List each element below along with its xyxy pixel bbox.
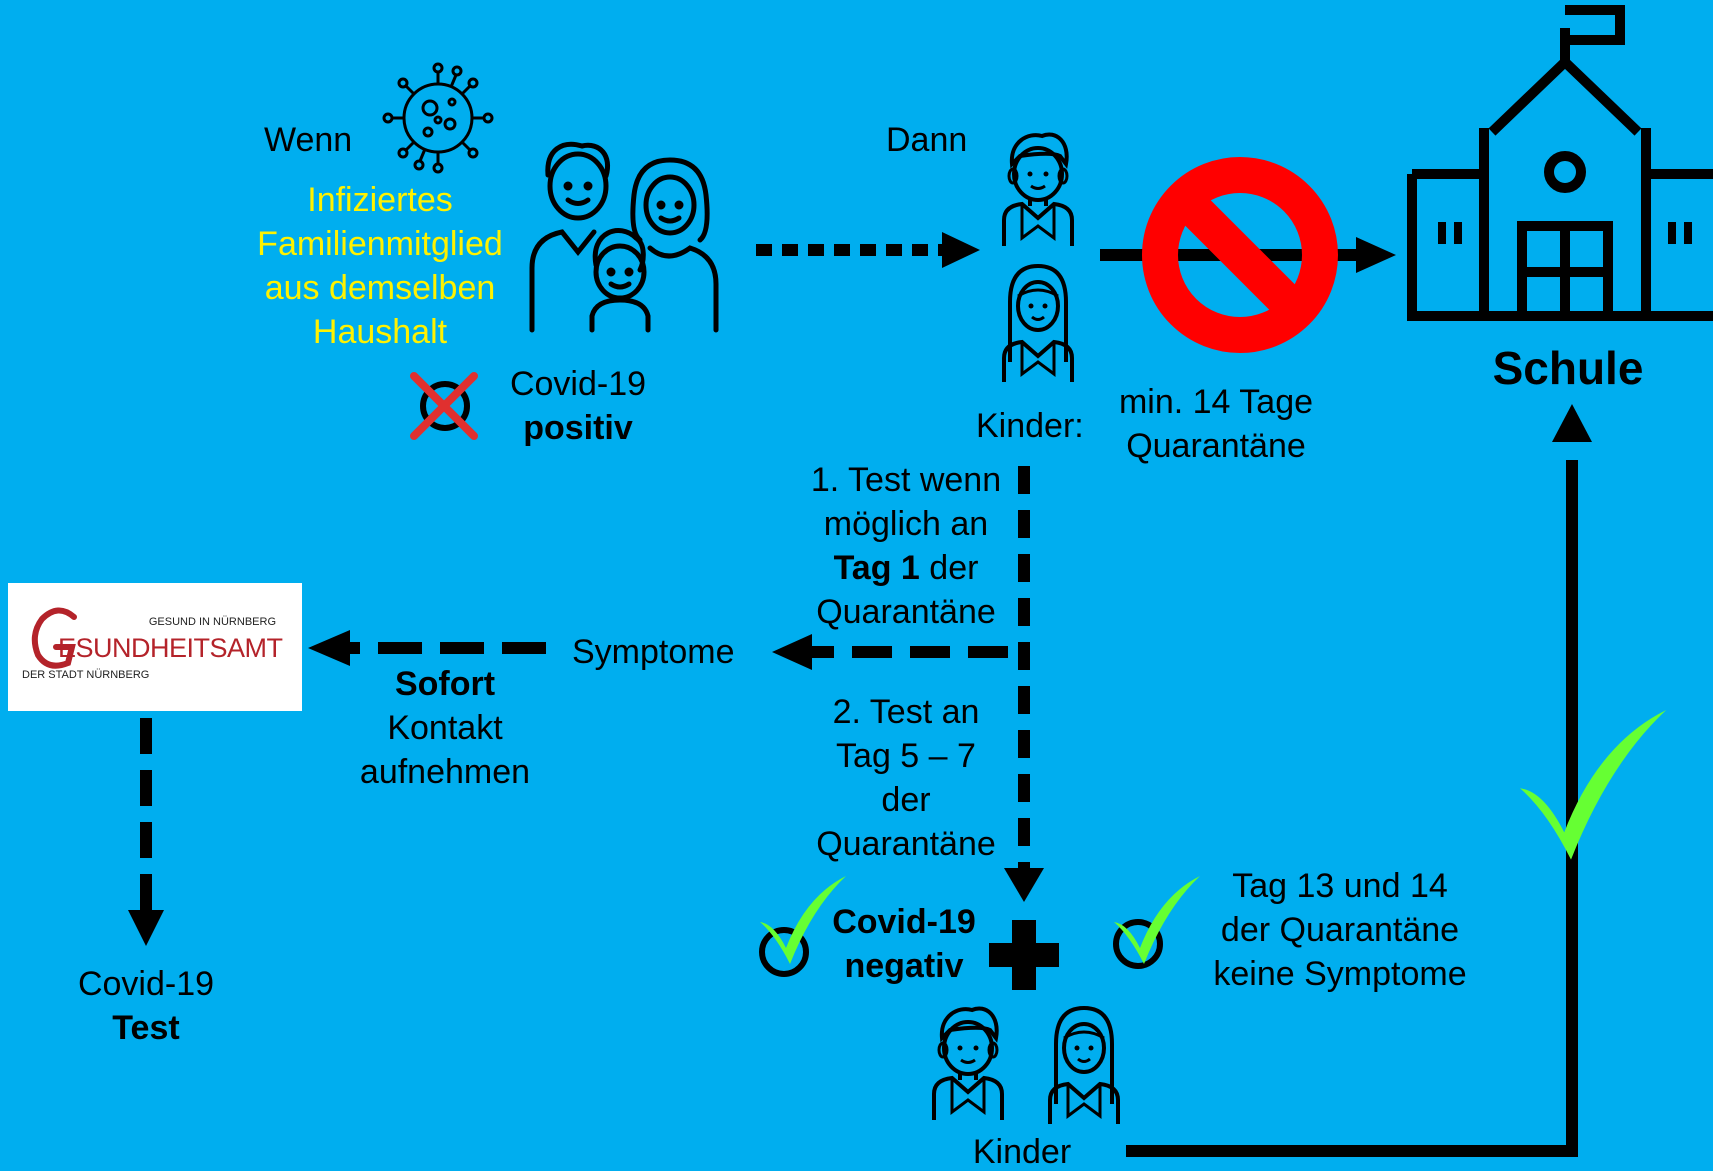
dashed-vertical-arrow	[1004, 466, 1044, 902]
logo-main-text: ESUNDHEITSAMT	[58, 633, 283, 663]
big-check-icon	[1520, 710, 1667, 860]
girl-bottom-icon	[1048, 1006, 1120, 1126]
x-mark-icon	[410, 372, 478, 440]
test1-line2: möglich an	[823, 505, 989, 543]
test1-line1: 1. Test wenn	[810, 461, 1002, 499]
day13-line: keine Symptome	[1213, 955, 1467, 993]
logo-bottom-text: DER STADT NÜRNBERG	[22, 669, 150, 681]
covid-test-line1: Covid-19	[77, 965, 215, 1003]
infected-line: Haushalt	[312, 313, 448, 351]
covid-test-label: Covid-19 Test	[60, 962, 232, 1050]
covid-negative-line1: Covid-19	[832, 903, 976, 941]
test2-label: 2. Test an Tag 5 – 7 der Quarantäne	[796, 690, 1016, 866]
test1-line4: Quarantäne	[816, 593, 996, 631]
quarantine-line2: Quarantäne	[1126, 427, 1306, 465]
boy-bottom-icon	[932, 1006, 1004, 1122]
day13-label: Tag 13 und 14 der Quarantäne keine Sympt…	[1190, 864, 1490, 996]
quarantine-line1: min. 14 Tage	[1118, 383, 1314, 421]
covid-positive-label: Covid-19 positiv	[488, 362, 668, 450]
virus-icon	[382, 62, 494, 174]
kinder-label: Kinder	[972, 1133, 1072, 1171]
infected-label: Infiziertes Familienmitglied aus demselb…	[224, 178, 536, 354]
school-icon	[1407, 5, 1713, 321]
covid-negative-label: Covid-19 negativ	[816, 900, 992, 988]
kinder-colon-label: Kinder:	[976, 407, 1084, 445]
test2-line: der	[881, 781, 931, 819]
covid-test-line2: Test	[112, 1009, 180, 1047]
dotted-arrow	[756, 232, 980, 268]
dann-label: Dann	[886, 121, 968, 159]
contact-arrow	[308, 630, 546, 666]
covid-negative-line2: negativ	[844, 947, 964, 985]
logo-g-icon	[31, 607, 77, 669]
plus-icon	[989, 920, 1059, 990]
boy-icon	[1002, 132, 1074, 248]
return-arrow	[1126, 404, 1592, 1157]
kontakt-label: Kontakt	[387, 709, 503, 747]
test1-label: 1. Test wenn möglich an Tag 1 der Quaran…	[796, 458, 1016, 634]
sofort-label: Sofort	[394, 665, 496, 703]
test2-line: Quarantäne	[816, 825, 996, 863]
symptome-label: Symptome	[572, 633, 735, 671]
gesundheitsamt-logo: GESUND IN NÜRNBERG ESUNDHEITSAMT DER STA…	[8, 583, 302, 711]
check-symptoms-icon	[1113, 876, 1200, 969]
girl-icon	[1002, 264, 1074, 384]
test1-line3: Tag 1 der	[796, 546, 1016, 590]
covid-positive-line1: Covid-19	[509, 365, 647, 403]
quarantine-label: min. 14 Tage Quarantäne	[1096, 380, 1336, 468]
infected-line: Familienmitglied	[257, 225, 503, 263]
test2-line: 2. Test an	[832, 693, 980, 731]
day13-line: der Quarantäne	[1220, 911, 1460, 949]
infected-line: Infiziertes	[307, 181, 453, 219]
symptom-arrow	[772, 634, 1008, 670]
logo-top-text: GESUND IN NÜRNBERG	[148, 616, 276, 628]
schule-label: Schule	[1492, 342, 1644, 394]
test1-bold: Tag 1	[833, 549, 920, 587]
aufnehmen-label: aufnehmen	[359, 753, 531, 791]
test-arrow	[128, 718, 164, 946]
covid-positive-line2: positiv	[523, 409, 633, 447]
test1-rest: der	[919, 549, 979, 587]
day13-line: Tag 13 und 14	[1232, 867, 1448, 905]
family-icon	[529, 141, 719, 333]
infected-line: aus demselben	[264, 269, 496, 307]
prohibition-icon	[1142, 157, 1338, 353]
wenn-label: Wenn	[264, 121, 353, 159]
contact-label: Sofort Kontakt aufnehmen	[338, 662, 552, 794]
test2-line: Tag 5 – 7	[836, 737, 976, 775]
check-negative-icon	[759, 876, 846, 977]
